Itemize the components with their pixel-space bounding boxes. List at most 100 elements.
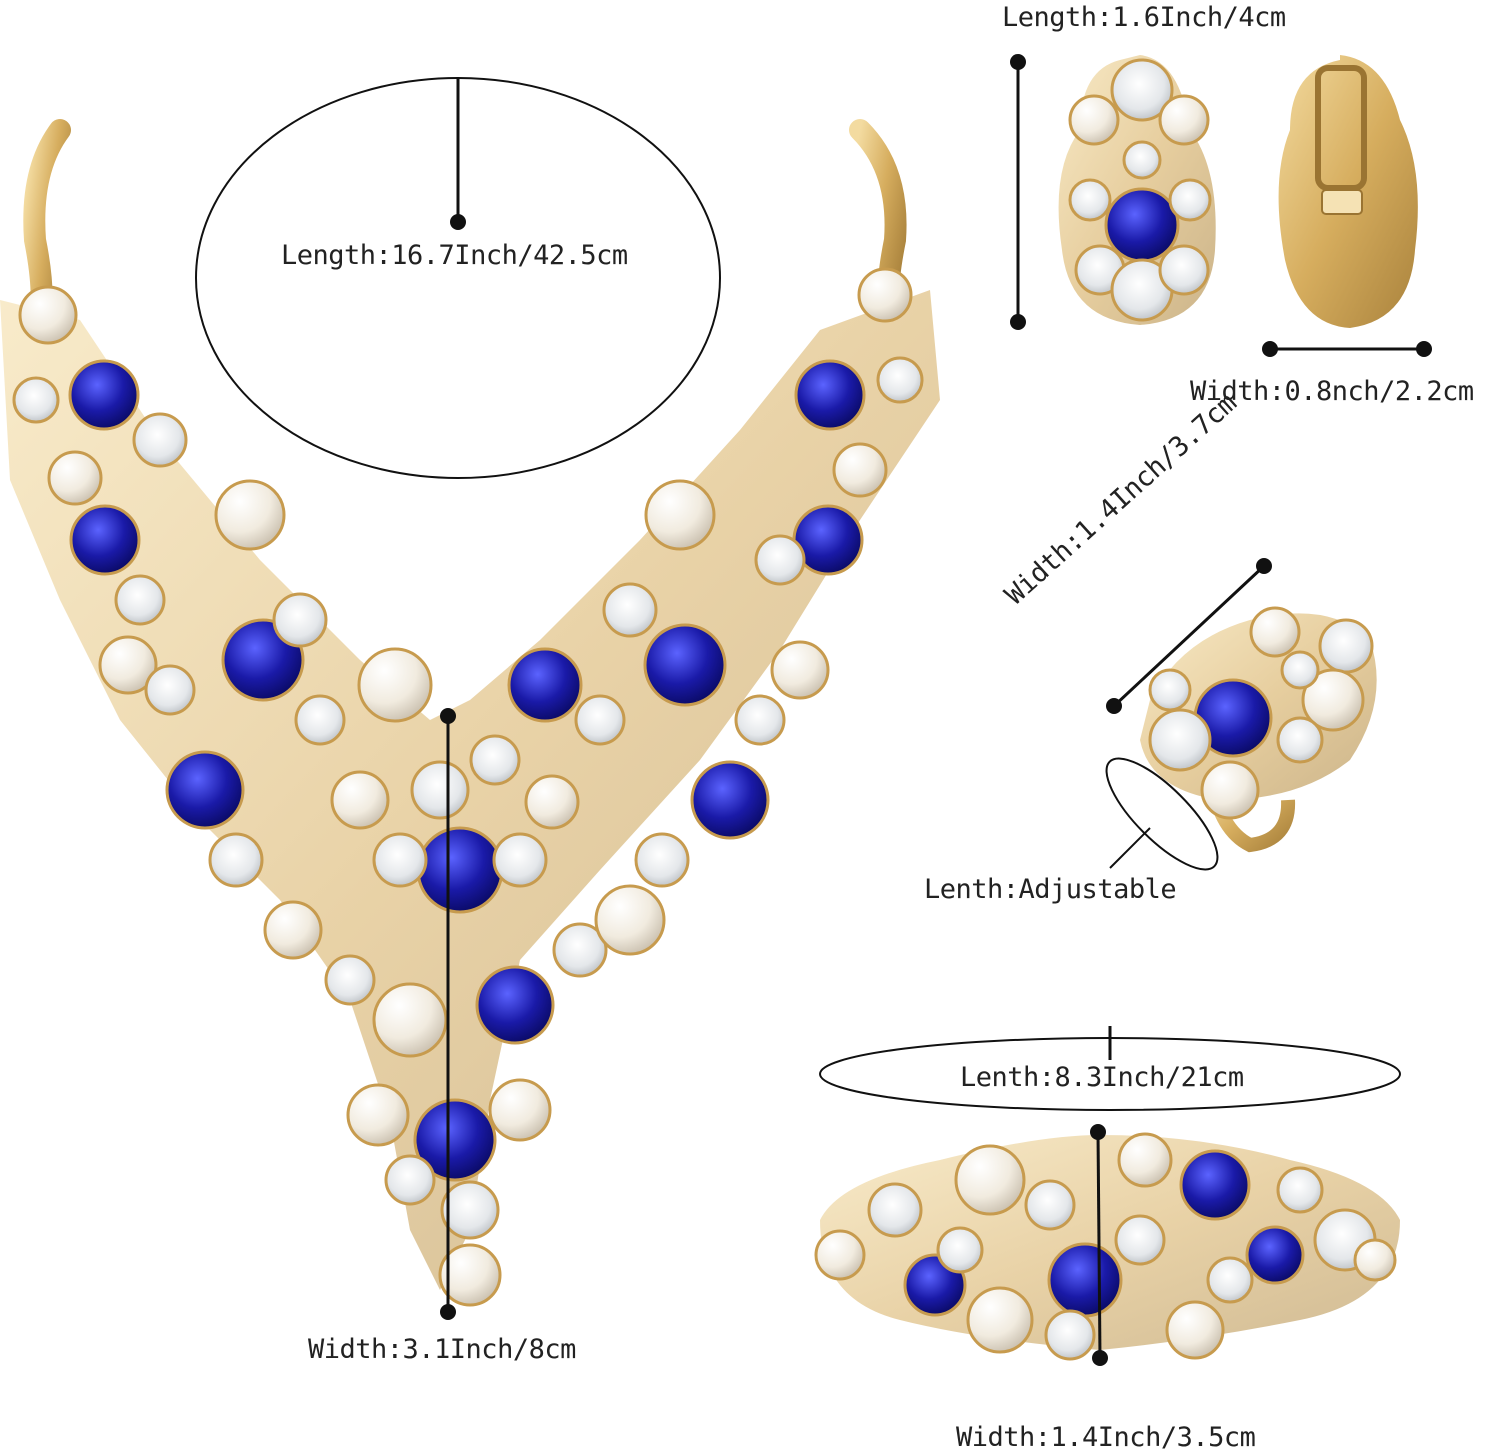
earring-pearl [1068,94,1120,146]
necklace-crystal [574,694,626,746]
bracelet-pearl [966,1286,1034,1354]
bracelet-length-measure [819,1026,1401,1111]
bracelet-crystal [936,1226,984,1274]
necklace-crystal [372,832,428,888]
necklace-crystal [602,582,658,638]
bracelet-pearl [814,1229,866,1281]
necklace-pearl [832,442,888,498]
bracelet-crystal [1206,1256,1254,1304]
bracelet-crystal [1276,1166,1324,1214]
earring-width-dot-left [1262,341,1278,357]
necklace-pearl [214,479,286,551]
bracelet-sapphire [1179,1149,1251,1221]
ring-crystal [1276,716,1324,764]
necklace-sapphire [690,760,770,840]
necklace-pearl [524,774,580,830]
ring-pearl [1200,760,1260,820]
necklace-crystal [876,356,924,404]
ring-pearl [1301,668,1365,732]
earring-clip-post [1321,189,1363,215]
necklace-sapphire [507,647,583,723]
necklace-width-dot-bottom [440,1304,456,1320]
necklace-pearl [18,285,78,345]
ring-width-measure [1106,558,1272,714]
bracelet-crystal [1024,1179,1076,1231]
necklace-length-dot [450,214,466,230]
necklace-width-dot-top [440,708,456,724]
earring-pearl [1158,94,1210,146]
necklace-sapphire [69,504,141,576]
necklace-crystal [272,592,328,648]
necklace-pearl [330,770,390,830]
necklace-pearl [98,635,158,695]
bracelet-pearl [1117,1132,1173,1188]
earring-sapphire [1104,187,1180,263]
necklace-crystal [114,574,166,626]
necklace-pearl [372,982,448,1058]
necklace-pearl [438,1243,502,1307]
bracelet-crystal [1044,1309,1096,1361]
earring-crystal [1122,140,1162,180]
necklace-sapphire [68,359,140,431]
bracelet-width-label: Width:1.4Inch/3.5cm [956,1422,1256,1453]
necklace-pearl [644,479,716,551]
bracelet-sapphire [1245,1225,1305,1285]
bracelet-pearl [1165,1300,1225,1360]
bracelet-crystal [1114,1214,1166,1266]
ring-crystal [1318,618,1374,674]
necklace-sapphire [413,1098,497,1182]
earring-crystal [1168,178,1212,222]
necklace-pearl [594,884,666,956]
bracelet-width-dot-bottom [1092,1350,1108,1366]
earring-clip [1315,65,1367,191]
earring-length-measure [1010,54,1026,330]
earring-crystal [1158,244,1210,296]
earring-width-measure [1262,341,1432,357]
necklace-crystal [492,832,548,888]
necklace-pearl [263,900,323,960]
earring-crystal [1068,178,1112,222]
necklace-sapphire [643,623,727,707]
bracelet-width-line [1096,1131,1102,1359]
necklace-crystal [410,760,470,820]
ring-width-dot-end [1256,558,1272,574]
necklace-gems [12,267,924,1307]
necklace-pearl [857,267,913,323]
necklace-pearl [770,640,830,700]
bracelet-width-dot-top [1090,1124,1106,1140]
earring-front-gems [1068,58,1212,322]
bracelet-body [820,1135,1400,1350]
necklace-width-label: Width:3.1Inch/8cm [308,1334,576,1365]
necklace-crystal [552,922,608,978]
necklace [0,119,940,1307]
bracelet-crystal [867,1182,923,1238]
earring-length-label: Length:1.6Inch/4cm [1002,2,1286,33]
bracelet-pearl [1353,1238,1397,1282]
earring-length-dot-bottom [1010,314,1026,330]
earring-back [1278,55,1418,328]
ring-size-measure [1105,757,1219,871]
necklace-length-label: Length:16.7Inch/42.5cm [281,240,628,271]
necklace-pearl [488,1078,552,1142]
ring-width-line [1112,564,1266,708]
necklace-crystal [208,832,264,888]
ring-gems [1148,606,1374,820]
necklace-crystal [440,1180,500,1240]
necklace-pearl [47,450,103,506]
necklace-crystal [384,1154,436,1206]
necklace-crystal [734,694,786,746]
ring [1140,606,1377,853]
ring-width-dot-start [1106,698,1122,714]
necklace-sapphire [416,826,504,914]
bracelet-pearl [954,1144,1026,1216]
bracelet-sapphire [1047,1242,1123,1318]
ring-crystal [1148,708,1212,772]
necklace-length-measure [195,77,721,479]
necklace-crystal [144,664,196,716]
ring-size-line [1109,827,1151,869]
necklace-crystal [469,734,521,786]
necklace-crystal [132,412,188,468]
earring-crystal [1110,58,1174,122]
bracelet [814,1132,1400,1361]
necklace-sapphire [794,359,866,431]
